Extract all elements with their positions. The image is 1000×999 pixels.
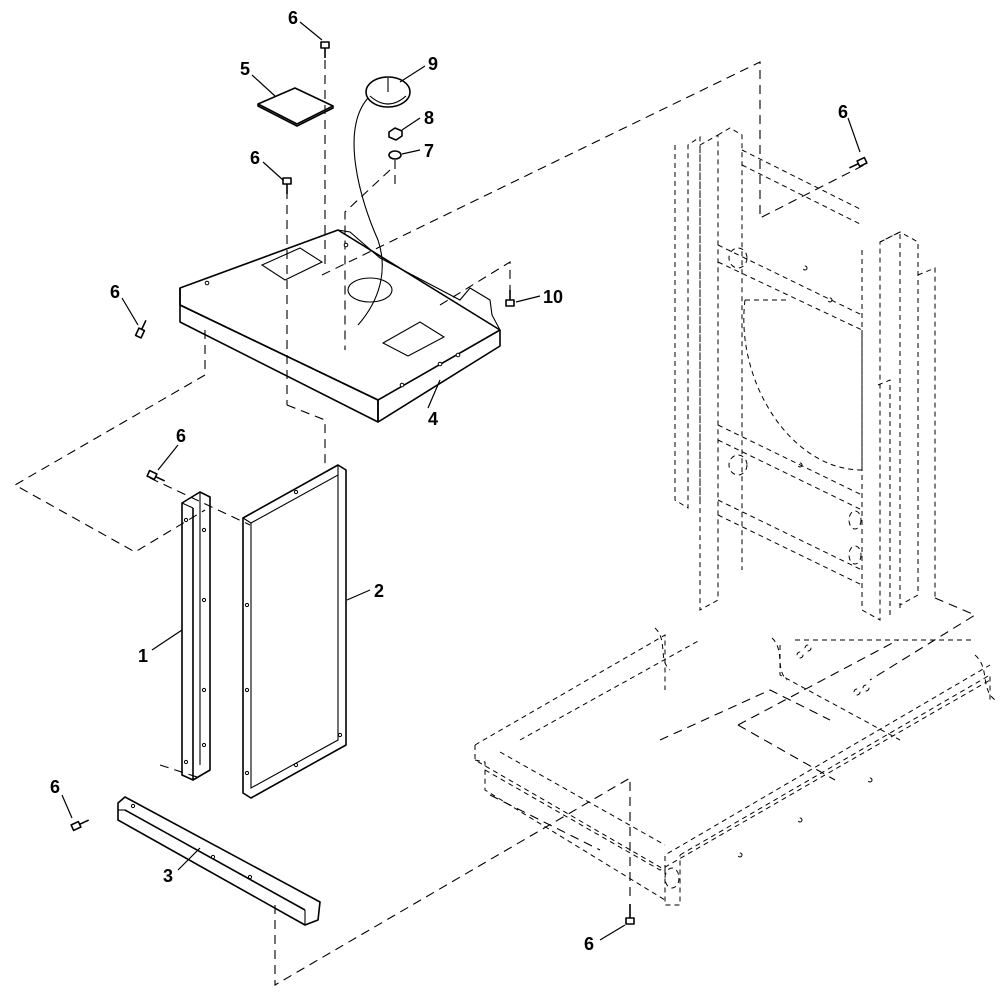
callout-6-lower-left: 6: [50, 777, 60, 797]
bottom-channel: [117, 796, 321, 926]
callout-6-right: 6: [838, 102, 848, 122]
assembly-lines: [13, 60, 977, 986]
left-upright-channel: [181, 491, 211, 781]
frame-panel: [242, 464, 347, 799]
callout-labels: 6 5 9 8 7 6 6 6 10 4 6 2 1 6 3 6: [50, 8, 848, 954]
bolts: [70, 41, 868, 925]
callout-6-upper-left: 6: [250, 148, 260, 168]
callout-7: 7: [424, 141, 434, 161]
radiator-frame: [674, 127, 936, 621]
callout-1: 1: [138, 646, 148, 666]
callout-6-upright: 6: [176, 426, 186, 446]
callout-3: 3: [163, 866, 173, 886]
cover-plate: [257, 87, 334, 127]
callout-6-bottom: 6: [584, 934, 594, 954]
callout-10: 10: [543, 287, 563, 307]
top-plate: [179, 229, 501, 423]
sensor-dome: [353, 76, 411, 326]
callout-9: 9: [428, 54, 438, 74]
nut-washer: [388, 127, 403, 190]
base-frame: [474, 627, 996, 906]
callout-4: 4: [428, 409, 438, 429]
callout-6-left: 6: [110, 282, 120, 302]
callout-5: 5: [240, 59, 250, 79]
callout-6-top: 6: [288, 8, 298, 28]
leader-lines: [61, 21, 861, 941]
callout-2: 2: [374, 581, 384, 601]
callout-8: 8: [424, 108, 434, 128]
